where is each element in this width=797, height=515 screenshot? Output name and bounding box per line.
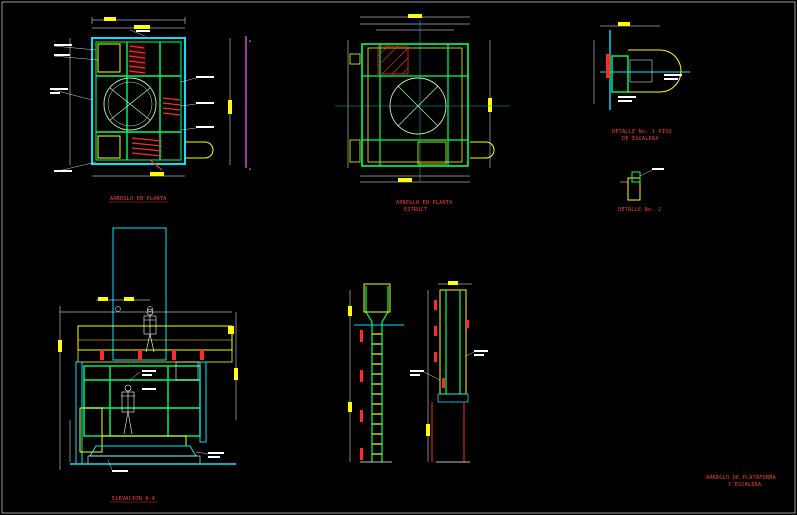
plan-2-caption-line2: ESTRUCT	[404, 207, 427, 213]
detail-2: DETALLE No. 2	[618, 168, 664, 213]
detail-2-caption: DETALLE No. 2	[618, 207, 661, 213]
plan-2-caption-line1: ARREGLO EN PLANTA	[396, 200, 453, 206]
detail-1-caption-line1: DETALLE No. 1 PISO	[612, 129, 672, 135]
section-mark-top: A	[249, 39, 251, 43]
ladder-elevations	[348, 281, 488, 463]
ladder-rungs-left	[372, 333, 382, 455]
drawing-title-line2: Y ESCALERA	[728, 482, 762, 488]
detail-1: DETALLE No. 1 PISO DE ESCALERA	[593, 22, 690, 142]
plan-view-2: ARREGLO EN PLANTA ESTRUCT	[335, 14, 510, 213]
drawing-title-line1: ARREGLO DE PLATAFORMA	[706, 475, 776, 481]
elevation-caption: ELEVACION A-A	[112, 496, 156, 502]
section-mark-bottom: A	[249, 167, 251, 171]
plan-view-1: A A ARREGLO EN PLANTA	[50, 17, 251, 203]
plan-1-caption: ARREGLO EN PLANTA	[110, 196, 167, 202]
elevation-view: ELEVACION A-A	[58, 227, 238, 503]
detail-1-caption-line2: DE ESCALERA	[622, 136, 659, 142]
